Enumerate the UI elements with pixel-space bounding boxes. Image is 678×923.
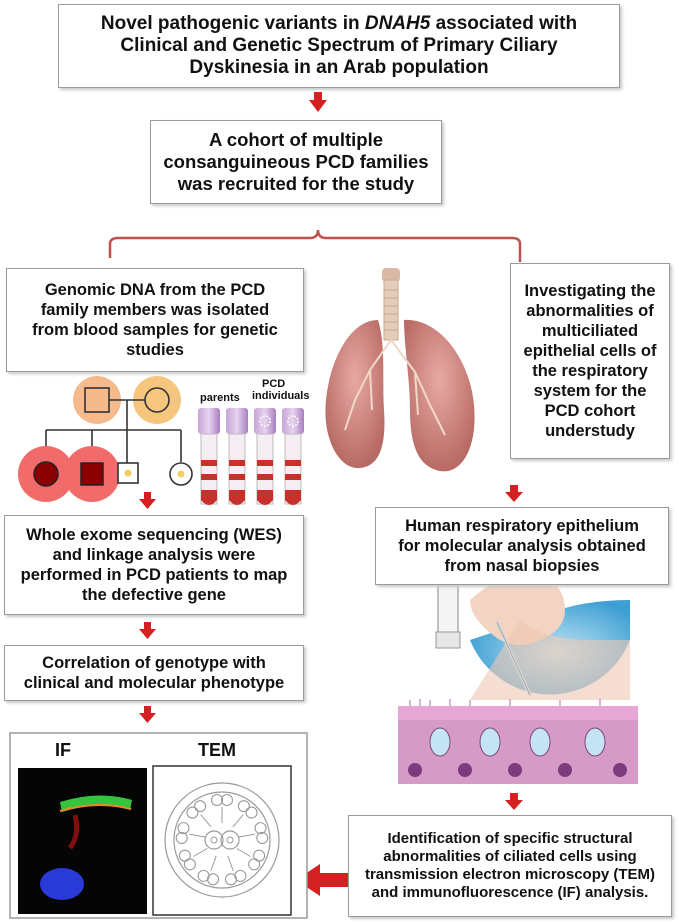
tem-radial-spoke <box>238 833 255 838</box>
tem-image <box>152 765 292 916</box>
investigate-box: Investigating the abnormalities of multi… <box>510 263 670 459</box>
title-line2: Clinical and Genetic Spectrum of Primary… <box>120 35 558 56</box>
cohort-box: A cohort of multiple consanguineous PCD … <box>150 120 442 204</box>
investigate-line8: understudy <box>545 422 635 440</box>
identification-box: Identification of specific structural ab… <box>348 815 672 917</box>
dna-box: Genomic DNA from the PCD family members … <box>6 268 304 372</box>
title-line3: Dyskinesia in an Arab population <box>189 57 489 78</box>
tem-doublet-tubule <box>248 858 261 871</box>
epithelium-line2: for molecular analysis obtained <box>398 537 646 555</box>
investigate-line3: multiciliated <box>541 322 639 340</box>
tem-radial-spoke <box>210 855 217 872</box>
tem-doublet-tubule <box>210 793 224 807</box>
tem-axoneme <box>164 782 280 898</box>
epithelium-line1: Human respiratory epithelium <box>405 517 639 535</box>
arrow-wes-to-correlation <box>139 622 156 639</box>
investigate-line4: epithelial cells of <box>523 342 657 360</box>
arrow-title-to-cohort <box>309 92 327 112</box>
if-green-cilia <box>60 795 132 812</box>
arrow-epithelium-to-identification <box>505 793 523 810</box>
if-label: IF <box>55 740 71 760</box>
cohort-line1: A cohort of multiple <box>208 129 383 150</box>
tem-doublet-tubule <box>254 822 267 835</box>
tem-radial-spoke <box>236 848 251 857</box>
epithelium-box: Human respiratory epithelium for molecul… <box>375 507 669 585</box>
correlation-box: Correlation of genotype with clinical an… <box>4 645 304 701</box>
tem-doublet-tubule <box>237 800 250 813</box>
tem-doublet-tubule <box>175 831 188 845</box>
tem-radial-spoke <box>232 814 244 828</box>
wes-line1: Whole exome sequencing (WES) <box>26 526 282 544</box>
arrow-pedigree-to-wes <box>139 492 156 509</box>
cohort-line2: consanguineous PCD families <box>163 151 429 172</box>
tube-label-parents: parents <box>200 392 240 404</box>
correlation-line1: Correlation of genotype with <box>42 654 266 672</box>
tem-doublet-tubule <box>224 873 238 886</box>
tem-radial-spoke <box>193 848 208 857</box>
pedigree-chart <box>18 376 193 502</box>
tem-doublet-tubule <box>178 849 191 862</box>
wes-box: Whole exome sequencing (WES) and linkage… <box>4 515 304 615</box>
dna-line1: Genomic DNA from the PCD <box>44 281 266 299</box>
title-box: Novel pathogenic variants in DNAH5 assoc… <box>58 4 620 88</box>
tem-radial-spoke <box>200 814 212 828</box>
cohort-line3: was recruited for the study <box>177 173 415 194</box>
tem-doublet-tubule <box>256 831 269 845</box>
identification-line1: Identification of specific structural <box>387 830 633 847</box>
if-image <box>18 768 147 914</box>
dna-line3: from blood samples for genetic <box>32 321 278 339</box>
tem-doublet-tubule <box>177 822 190 835</box>
wes-line2: and linkage analysis were <box>52 546 256 564</box>
tem-doublet-tubule <box>186 806 199 819</box>
arrow-investigate-to-epithelium <box>505 485 523 502</box>
arrow-identification-to-panel <box>296 864 348 896</box>
tem-doublet-tubule <box>245 806 258 819</box>
tem-doublet-tubule <box>197 869 210 882</box>
epithelium-line3: from nasal biopsies <box>444 557 600 575</box>
tem-label: TEM <box>198 740 236 760</box>
investigate-line5: the respiratory <box>532 362 648 380</box>
if-blue-nucleus <box>40 868 84 900</box>
investigate-line7: PCD cohort <box>544 402 636 420</box>
tem-doublet-tubule <box>194 800 207 813</box>
identification-line3: transmission electron microscopy (TEM) <box>364 866 656 883</box>
tem-radial-spoke <box>189 833 206 838</box>
dna-line2: family members was isolated <box>40 301 270 319</box>
tem-radial-spoke <box>227 855 234 872</box>
tube-label-individuals: individuals <box>252 390 310 402</box>
investigate-line6: system for the <box>533 382 647 400</box>
investigate-line2: abnormalities of <box>526 302 654 320</box>
wes-line3: performed in PCD patients to map <box>20 566 288 584</box>
tem-doublets <box>175 793 269 886</box>
arrow-correlation-to-panel <box>139 706 156 723</box>
lungs-illustration <box>325 268 475 472</box>
tem-doublet-tubule <box>220 793 234 807</box>
investigate-line1: Investigating the <box>524 282 656 300</box>
identification-line4: and immunofluorescence (IF) analysis. <box>371 884 649 901</box>
wes-line4: the defective gene <box>82 586 226 604</box>
tube-label-pcd: PCD <box>262 378 286 390</box>
identification-line2: abnormalities of ciliated cells using <box>383 848 637 865</box>
nasal-biopsy-illustration <box>435 564 630 700</box>
title-line1-pre: Novel pathogenic variants in <box>100 13 365 34</box>
split-bracket <box>108 229 522 262</box>
correlation-line2: clinical and molecular phenotype <box>23 674 285 692</box>
title-gene: DNAH5 <box>364 13 431 34</box>
title-line1-post: associated with <box>430 13 578 34</box>
dna-line4: studies <box>126 341 184 359</box>
blood-tubes <box>198 408 304 505</box>
epithelium-illustration <box>398 699 638 784</box>
